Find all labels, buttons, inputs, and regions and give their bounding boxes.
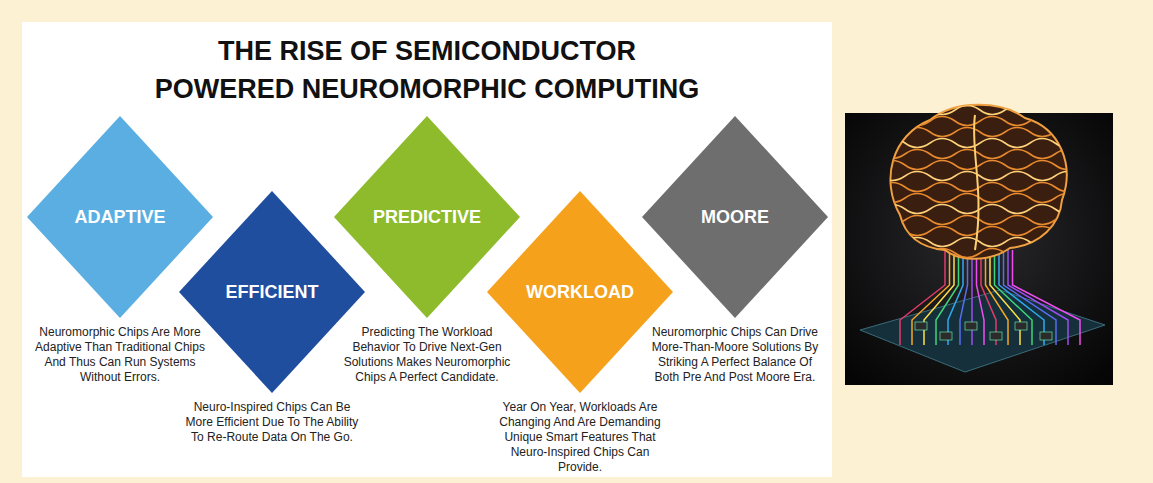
circuit-wires bbox=[900, 250, 1080, 345]
brain-folds bbox=[880, 106, 1080, 258]
feature-diamond: EFFICIENTNeuro-Inspired Chips Can Be Mor… bbox=[179, 191, 365, 393]
description-text: Year On Year, Workloads Are Changing And… bbox=[489, 400, 671, 475]
diagram-title: THE RISE OF SEMICONDUCTOR POWERED NEUROM… bbox=[77, 32, 777, 108]
diamond-heading: EFFICIENT bbox=[179, 191, 365, 393]
description-text: Neuromorphic Chips Can Drive More-Than-M… bbox=[649, 325, 821, 385]
feature-diamond: WORKLOADYear On Year, Workloads Are Chan… bbox=[487, 191, 673, 393]
brain-fissure bbox=[974, 115, 979, 250]
feature-diamond: MOORENeuromorphic Chips Can Drive More-T… bbox=[642, 116, 828, 318]
diamond-heading: MOORE bbox=[642, 116, 828, 318]
diamond-heading: WORKLOAD bbox=[487, 191, 673, 393]
description-text: Predicting The Workload Behavior To Driv… bbox=[341, 325, 513, 385]
description-text: Neuro-Inspired Chips Can Be More Efficie… bbox=[181, 400, 363, 445]
description-text: Neuromorphic Chips Are More Adaptive Tha… bbox=[34, 325, 206, 385]
